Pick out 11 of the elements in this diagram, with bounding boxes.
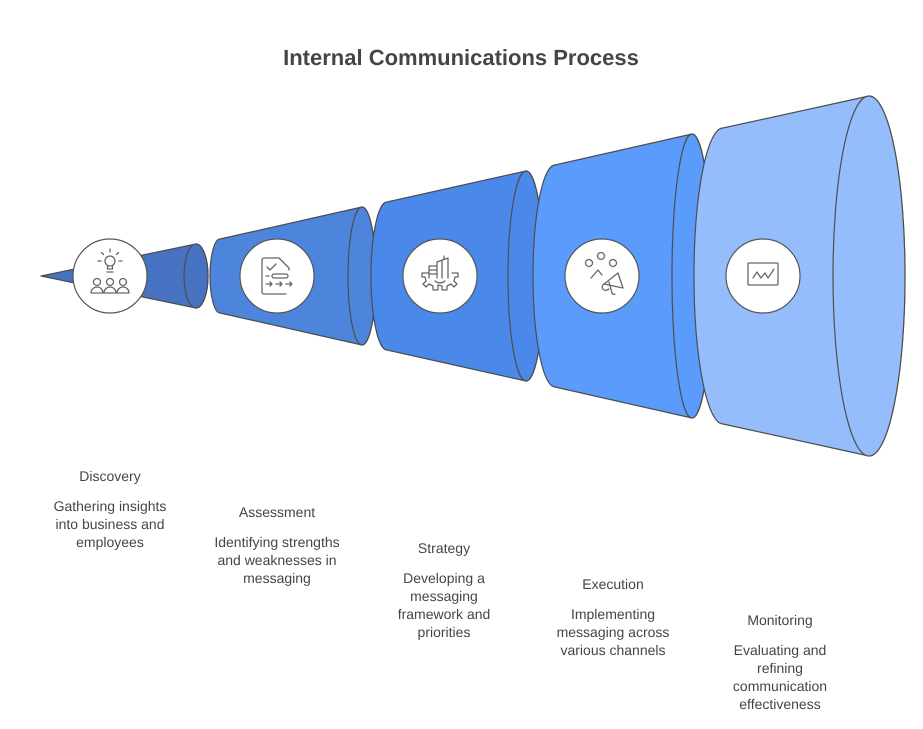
stage-description: Evaluating and refining communication effectiveness <box>732 641 828 713</box>
stage-title: Monitoring <box>747 611 813 629</box>
diagram-title: Internal Communications Process <box>283 44 639 72</box>
stage-title: Strategy <box>418 539 470 557</box>
stage-title: Assessment <box>238 503 316 521</box>
stage-title: Discovery <box>79 467 141 485</box>
stage-title: Execution <box>582 575 644 593</box>
stage-description: Gathering insights into business and employees <box>52 497 168 551</box>
stage-description: Implementing messaging across various channels <box>556 605 670 659</box>
stage-description: Identifying strengths and weaknesses in messaging <box>213 533 341 587</box>
stage-description: Developing a messaging framework and priorities <box>396 569 492 641</box>
